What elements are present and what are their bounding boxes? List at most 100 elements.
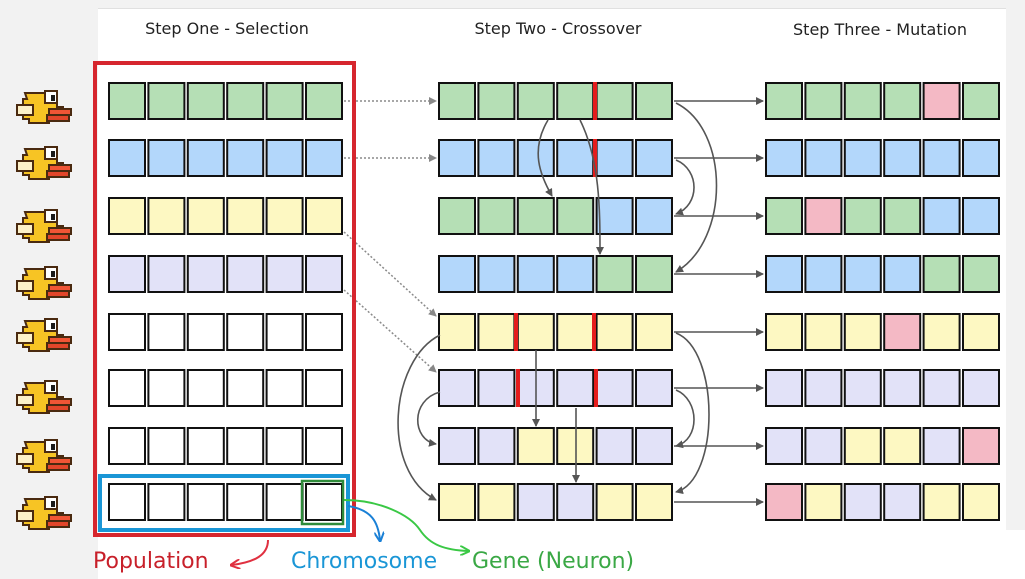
mutation-gene xyxy=(765,483,803,521)
mutation-gene xyxy=(843,483,882,521)
selection-gene xyxy=(147,139,186,177)
selection-grid xyxy=(108,82,343,521)
mutation-gene xyxy=(962,197,1000,235)
mutation-gene xyxy=(804,255,843,293)
chromosome-label: Chromosome xyxy=(291,549,437,574)
selection-gene xyxy=(305,427,343,465)
flow-arrow xyxy=(343,231,437,317)
mutation-gene xyxy=(922,197,961,235)
crossover-gene xyxy=(556,139,595,177)
crossover-gene xyxy=(477,255,516,293)
mutation-gene xyxy=(804,369,843,407)
selection-gene xyxy=(147,313,186,351)
mutation-gene xyxy=(883,197,922,235)
selection-gene xyxy=(186,369,225,407)
crossover-gene xyxy=(635,483,673,521)
flappy-bird-icon xyxy=(16,380,72,414)
step-one-title: Step One - Selection xyxy=(145,19,309,38)
crossover-gene xyxy=(516,427,555,465)
crossover-gene xyxy=(477,139,516,177)
bottom-strip xyxy=(98,530,1025,579)
flappy-bird-icon xyxy=(16,90,72,124)
selection-gene xyxy=(186,82,225,120)
selection-gene xyxy=(226,197,265,235)
flow-arrow xyxy=(675,389,695,449)
selection-gene xyxy=(108,427,146,465)
crossover-gene xyxy=(635,139,673,177)
selection-gene xyxy=(108,255,146,293)
bird-column xyxy=(16,90,72,530)
top-margin xyxy=(98,0,1025,8)
mutation-gene xyxy=(962,369,1000,407)
selection-gene xyxy=(108,197,146,235)
flow-arrow xyxy=(416,391,441,447)
mutation-grid xyxy=(765,82,1000,521)
mutation-gene xyxy=(765,197,803,235)
crossover-gene xyxy=(635,255,673,293)
flow-arrow xyxy=(675,159,695,216)
selection-gene xyxy=(108,313,146,351)
selection-gene xyxy=(226,483,265,521)
crossover-gene xyxy=(556,313,595,351)
crossover-gene xyxy=(516,139,555,177)
crossover-gene xyxy=(635,82,673,120)
mutation-gene xyxy=(765,82,803,120)
selection-gene xyxy=(186,313,225,351)
mutation-gene xyxy=(843,313,882,351)
selection-gene xyxy=(108,139,146,177)
crossover-gene xyxy=(516,483,555,521)
selection-gene xyxy=(108,483,146,521)
selection-gene xyxy=(265,82,304,120)
mutation-gene xyxy=(765,255,803,293)
flow-arrow xyxy=(343,289,437,373)
crossover-gene xyxy=(635,427,673,465)
flow-arrow xyxy=(537,119,553,197)
selection-gene xyxy=(226,255,265,293)
mutation-gene xyxy=(804,139,843,177)
crossover-gene xyxy=(556,255,595,293)
crossover-gene xyxy=(438,255,476,293)
flappy-bird-icon xyxy=(16,209,72,243)
gene-pointer xyxy=(343,499,468,551)
selection-gene xyxy=(265,139,304,177)
mutation-gene xyxy=(922,483,961,521)
crossover-gene xyxy=(516,197,555,235)
mutation-gene xyxy=(883,369,922,407)
crossover-gene xyxy=(438,483,476,521)
selection-gene xyxy=(147,369,186,407)
mutation-gene xyxy=(922,369,961,407)
mutation-gene xyxy=(804,197,843,235)
selection-gene xyxy=(305,369,343,407)
crossover-gene xyxy=(477,483,516,521)
selection-gene xyxy=(226,82,265,120)
crossover-gene xyxy=(477,313,516,351)
crossover-gene xyxy=(477,197,516,235)
crossover-gene xyxy=(595,139,634,177)
mutation-gene xyxy=(962,255,1000,293)
mutation-gene xyxy=(765,139,803,177)
selection-gene xyxy=(265,483,304,521)
crossover-gene xyxy=(595,427,634,465)
gene-box xyxy=(300,479,345,526)
mutation-gene xyxy=(962,82,1000,120)
mutation-gene xyxy=(883,483,922,521)
selection-gene xyxy=(186,427,225,465)
selection-gene xyxy=(226,139,265,177)
mutation-gene xyxy=(843,369,882,407)
mutation-gene xyxy=(962,427,1000,465)
crossover-gene xyxy=(595,369,634,407)
flow-arrow xyxy=(579,119,604,255)
selection-gene xyxy=(226,427,265,465)
crossover-gene xyxy=(438,369,476,407)
selection-gene xyxy=(265,427,304,465)
mutation-gene xyxy=(765,313,803,351)
selection-gene xyxy=(305,82,343,120)
crossover-gene xyxy=(556,369,595,407)
crossover-gene xyxy=(595,82,634,120)
mutation-gene xyxy=(962,313,1000,351)
flappy-bird-icon xyxy=(16,318,72,352)
selection-gene xyxy=(186,197,225,235)
selection-gene xyxy=(305,197,343,235)
step-three-title: Step Three - Mutation xyxy=(793,20,967,39)
